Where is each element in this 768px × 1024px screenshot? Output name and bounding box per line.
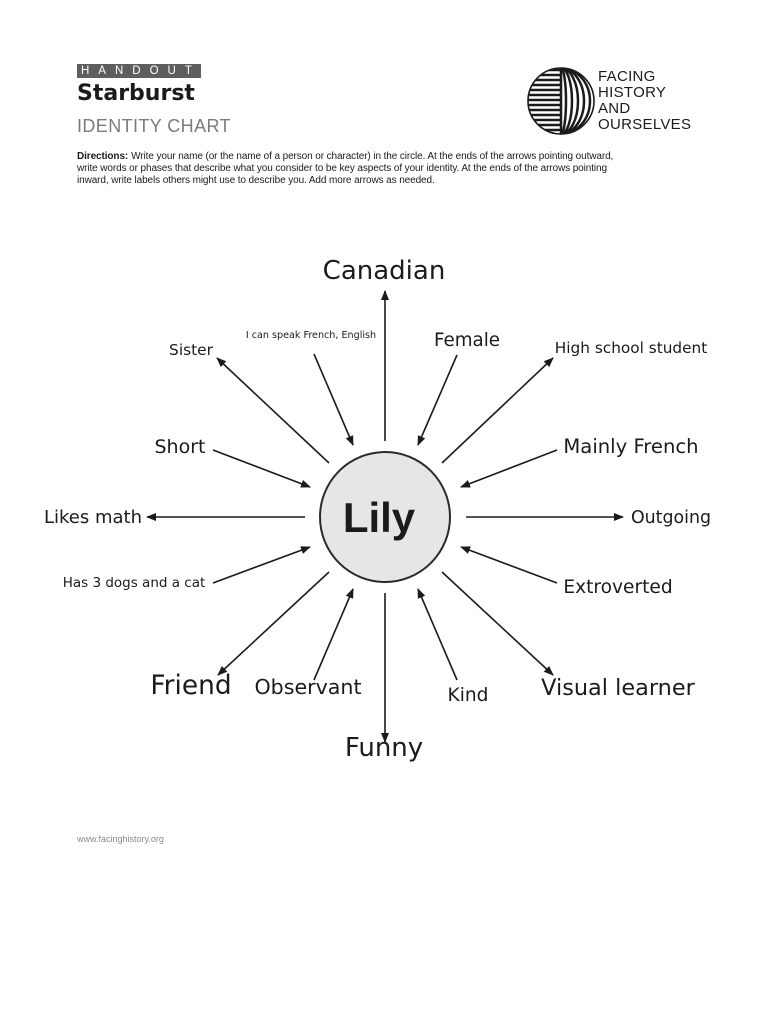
arrow-observant: [313, 588, 354, 681]
arrow-friend: [217, 571, 330, 676]
logo-wordmark: FACING HISTORY AND OURSELVES: [598, 69, 691, 133]
directions-line: inward, write labels others might use to…: [77, 175, 435, 186]
logo-line: AND: [598, 100, 631, 117]
directions-line: write words or phases that describe what…: [77, 163, 607, 174]
label-observant: Observant: [254, 675, 361, 699]
label-has-3-dogs-and-a-cat: Has 3 dogs and a cat: [63, 575, 206, 591]
arrow-visual-learner: [441, 571, 554, 676]
label-mainly-french: Mainly French: [563, 435, 698, 458]
arrow-has-3-dogs-and-a-cat: [212, 546, 311, 584]
striped-globe-icon: [527, 67, 595, 135]
label-high-school-student: High school student: [555, 339, 707, 357]
handout-kicker: HANDOUT: [77, 64, 201, 78]
label-outgoing: Outgoing: [631, 508, 711, 528]
label-sister: Sister: [169, 341, 214, 359]
globe-meridian: [560, 68, 568, 134]
arrow-speak-french-english: [313, 353, 354, 446]
footer-url: www.facinghistory.org: [77, 834, 164, 844]
globe-meridian: [560, 68, 580, 134]
label-kind: Kind: [448, 685, 489, 706]
label-extroverted: Extroverted: [563, 577, 672, 598]
arrow-short: [212, 449, 311, 488]
label-canadian: Canadian: [323, 256, 446, 286]
arrow-kind: [417, 588, 458, 681]
label-likes-math: Likes math: [44, 507, 142, 528]
label-speak-french-english: I can speak French, English: [246, 330, 376, 341]
label-funny: Funny: [345, 733, 423, 763]
center-name: Lily: [343, 494, 416, 541]
arrow-female: [417, 354, 458, 446]
page-title: Starburst: [77, 81, 195, 106]
directions-text: Write your name (or the name of a person…: [131, 151, 614, 162]
label-female: Female: [434, 330, 500, 351]
logo-line: OURSELVES: [598, 116, 692, 133]
globe-meridian: [560, 68, 574, 134]
label-friend: Friend: [150, 670, 231, 701]
label-short: Short: [155, 436, 206, 458]
directions-label: Directions:: [77, 151, 129, 162]
arrow-mainly-french: [460, 449, 558, 488]
arrow-high-school-student: [441, 357, 554, 464]
logo-line: FACING: [598, 68, 656, 85]
label-visual-learner: Visual learner: [541, 675, 695, 701]
page-subtitle: IDENTITY CHART: [77, 116, 231, 136]
globe-outline: [527, 67, 595, 135]
arrow-extroverted: [460, 546, 558, 584]
name-circle: [319, 451, 451, 583]
logo-line: HISTORY: [598, 84, 667, 101]
directions-paragraph: Directions:Write your name (or the name …: [77, 151, 613, 187]
arrow-sister: [216, 357, 330, 464]
directions-line: Directions:Write your name (or the name …: [77, 151, 613, 163]
